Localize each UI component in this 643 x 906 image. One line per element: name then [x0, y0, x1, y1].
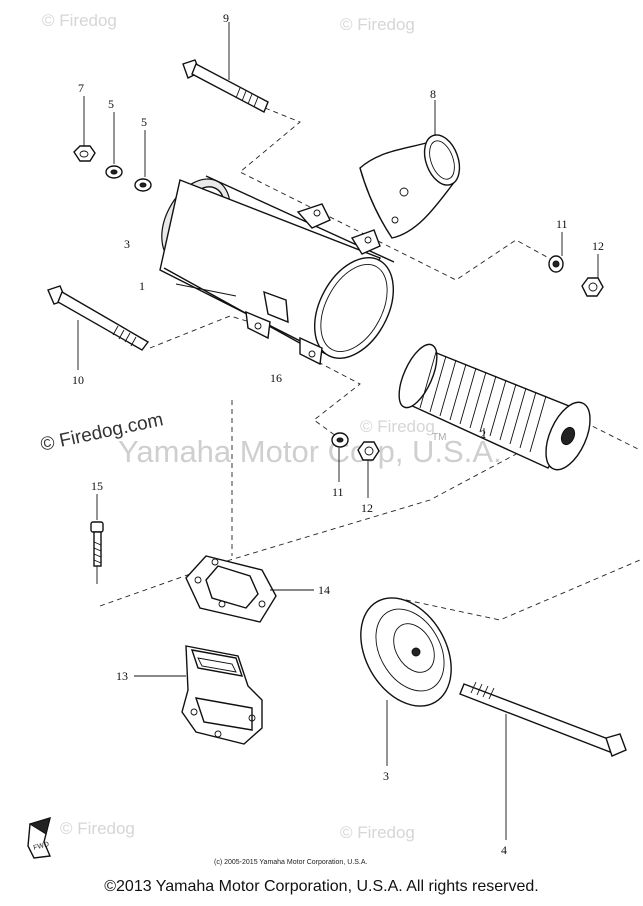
label-part-11b: 11: [332, 485, 344, 499]
forward-arrow-badge: FWD: [27, 816, 52, 859]
label-part-8: 8: [430, 87, 436, 101]
label-part-3b: 3: [383, 769, 389, 783]
label-part-11a: 11: [556, 217, 568, 231]
label-part-12a: 12: [592, 239, 604, 253]
watermark-top-left: © Firedog: [42, 11, 117, 30]
part-labels: 9 7 5 5 8 3 1 11 12 10 16 2 11 12 15 14 …: [72, 11, 604, 857]
washer-part-5b: [134, 130, 152, 192]
watermark-bottom-left: © Firedog: [60, 819, 135, 838]
case-part-1: [159, 175, 395, 366]
washer-part-11b: [331, 432, 349, 482]
bolt-part-4: [459, 681, 627, 840]
label-part-1: 1: [139, 279, 145, 293]
watermark-tm: TM: [432, 432, 446, 443]
footer-copyright: ©2013 Yamaha Motor Corporation, U.S.A. A…: [104, 878, 539, 895]
bracket-part-8: [359, 100, 461, 239]
label-part-16: 16: [270, 371, 282, 385]
gasket-part-14: [185, 555, 314, 623]
end-cap-part-3: [360, 597, 452, 766]
label-part-13: 13: [116, 669, 128, 683]
label-part-9: 9: [223, 11, 229, 25]
washer-part-11a: [548, 232, 564, 273]
label-part-10: 10: [72, 373, 84, 387]
bolt-part-9: [182, 22, 269, 113]
label-part-12b: 12: [361, 501, 373, 515]
label-part-5b: 5: [141, 115, 147, 129]
nut-part-12a: [581, 254, 604, 297]
bolt-part-10: [47, 285, 150, 370]
watermark-bottom-right: © Firedog: [340, 823, 415, 842]
label-part-2: 2: [480, 427, 486, 441]
label-part-5a: 5: [108, 97, 114, 111]
nut-part-12b: [357, 441, 380, 498]
label-part-7: 7: [78, 81, 84, 95]
watermark-top-right: © Firedog: [340, 15, 415, 34]
label-part-3a: 3: [124, 237, 130, 251]
label-part-4: 4: [501, 843, 507, 857]
label-part-15: 15: [91, 479, 103, 493]
screw-part-15: [90, 494, 104, 584]
nut-part-7: [73, 96, 96, 162]
label-part-14: 14: [318, 583, 330, 597]
watermark-center: © Firedog: [360, 417, 435, 436]
filter-element-part-2: [398, 343, 591, 471]
washer-part-5a: [105, 112, 123, 179]
assembly-guide-lines: [99, 107, 641, 621]
fwd-label: FWD: [33, 841, 50, 852]
joint-part-13: [134, 645, 263, 745]
small-copyright: (c) 2005-2015 Yamaha Motor Corporation, …: [214, 859, 367, 866]
watermark-yamaha: Yamaha Motor Corp, U.S.A.: [118, 434, 502, 469]
